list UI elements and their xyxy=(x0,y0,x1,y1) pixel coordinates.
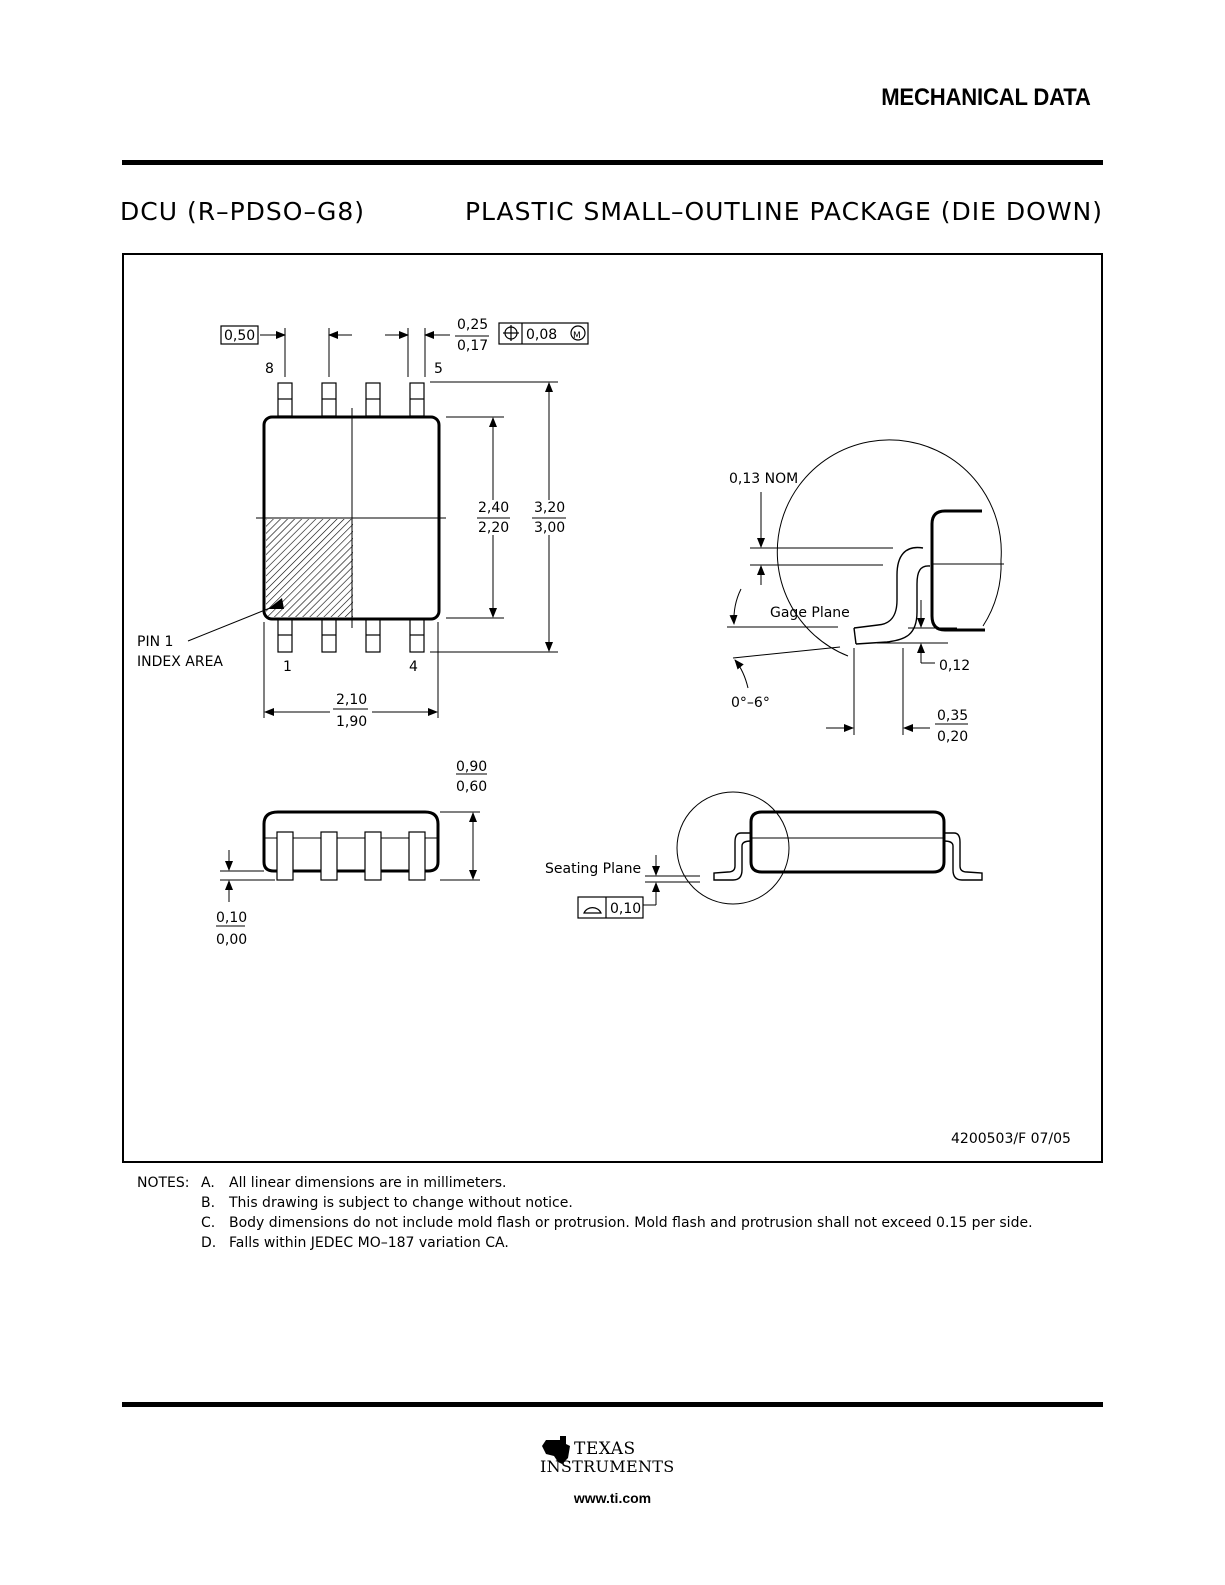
coplanarity-value: 0,10 xyxy=(610,901,641,917)
body-length-min: 2,20 xyxy=(478,520,509,536)
ti-map-icon xyxy=(542,1436,570,1464)
notes-label: NOTES: xyxy=(137,1175,190,1191)
lead-width-min: 0,17 xyxy=(457,338,488,354)
angle-label: 0°–6° xyxy=(731,695,770,711)
drawing-number: 4200503/F 07/05 xyxy=(951,1131,1071,1147)
lead-thickness-label: 0,13 NOM xyxy=(729,471,798,487)
texas-instruments-logo: ti TEXAS INSTRUMENTS xyxy=(540,1436,674,1476)
height-max: 0,90 xyxy=(456,759,487,775)
pin1-index-label-line1: PIN 1 xyxy=(137,634,173,650)
position-tolerance: 0,08 xyxy=(526,327,557,343)
pin1-index-label-line2: INDEX AREA xyxy=(137,654,223,670)
standoff-max: 0,10 xyxy=(216,910,247,926)
note-b: B. This drawing is subject to change with… xyxy=(201,1193,573,1213)
height-min: 0,60 xyxy=(456,779,487,795)
end-view xyxy=(577,791,983,919)
page-header-title: MECHANICAL DATA xyxy=(881,84,1092,111)
gage-height-label: 0,12 xyxy=(939,658,970,674)
body-length-max: 2,40 xyxy=(478,500,509,516)
foot-length-min: 0,20 xyxy=(937,729,968,745)
side-view xyxy=(216,773,487,927)
pin-1-label: 1 xyxy=(283,659,292,675)
note-d: D. Falls within JEDEC MO–187 variation CA… xyxy=(201,1233,509,1253)
drawing-frame xyxy=(122,253,1103,1163)
note-letter: C. xyxy=(201,1215,216,1231)
detail-view xyxy=(727,439,1004,735)
top-view xyxy=(187,322,589,718)
pin-4-label: 4 xyxy=(409,659,418,675)
seating-plane-label: Seating Plane xyxy=(545,861,641,877)
package-code: DCU (R–PDSO–G8) xyxy=(120,197,365,226)
brand-line2: INSTRUMENTS xyxy=(540,1457,674,1476)
lead-width-max: 0,25 xyxy=(457,317,488,333)
foot-length-max: 0,35 xyxy=(937,708,968,724)
svg-text:ti: ti xyxy=(548,1444,557,1457)
body-width-max: 2,10 xyxy=(336,692,367,708)
note-a: A. All linear dimensions are in millimete… xyxy=(201,1173,506,1193)
pin-8-label: 8 xyxy=(265,361,274,377)
gage-plane-label: Gage Plane xyxy=(770,605,850,621)
overall-length-max: 3,20 xyxy=(534,500,565,516)
package-description: PLASTIC SMALL–OUTLINE PACKAGE (DIE DOWN) xyxy=(464,197,1103,226)
note-letter: A. xyxy=(201,1175,215,1191)
note-letter: B. xyxy=(201,1195,216,1211)
standoff-min: 0,00 xyxy=(216,932,247,948)
bottom-rule xyxy=(122,1402,1103,1407)
note-c: C. Body dimensions do not include mold fl… xyxy=(201,1213,1033,1233)
pin-5-label: 5 xyxy=(434,361,443,377)
body-width-min: 1,90 xyxy=(336,714,367,730)
note-text: Body dimensions do not include mold flas… xyxy=(229,1215,1033,1231)
footer-url[interactable]: www.ti.com xyxy=(573,1490,652,1506)
pitch-label: 0,50 xyxy=(224,328,255,344)
note-letter: D. xyxy=(201,1235,217,1251)
note-text: Falls within JEDEC MO–187 variation CA. xyxy=(229,1235,509,1251)
top-rule xyxy=(122,160,1103,165)
brand-line1: TEXAS xyxy=(574,1439,636,1459)
note-text: This drawing is subject to change withou… xyxy=(229,1195,573,1211)
mmc-modifier: M xyxy=(573,331,581,341)
overall-length-min: 3,00 xyxy=(534,520,565,536)
note-text: All linear dimensions are in millimeters… xyxy=(229,1175,507,1191)
